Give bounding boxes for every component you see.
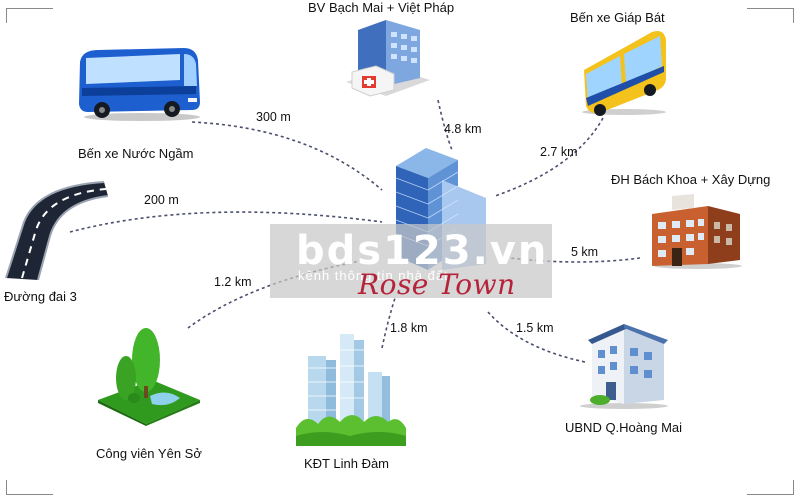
yellow-bus-icon xyxy=(582,31,666,116)
link-ben-xe-giap-bat xyxy=(494,117,604,197)
distance-kdt-linh-dam: 1.8 km xyxy=(390,321,428,335)
label-kdt-linh-dam: KĐT Linh Đàm xyxy=(304,456,390,471)
label-dh-bach-khoa: ĐH Bách Khoa + Xây Dựng xyxy=(611,172,771,187)
watermark-text: bds123.vn xyxy=(296,228,549,274)
frame-corner xyxy=(6,8,53,23)
frame-corner xyxy=(6,480,53,495)
label-bv-bach-mai: BV Bạch Mai + Việt Pháp xyxy=(308,0,455,15)
label-ben-xe-giap-bat: Bến xe Giáp Bát xyxy=(570,10,665,25)
label-cong-vien-yen-so: Công viên Yên Sở xyxy=(96,446,202,461)
link-bv-bach-mai xyxy=(437,99,453,151)
distance-duong-dai-3: 200 m xyxy=(144,193,179,207)
skyscrapers-icon xyxy=(296,334,406,446)
hospital-icon xyxy=(346,20,430,97)
distance-ben-xe-nuoc-ngam: 300 m xyxy=(256,110,291,124)
blue-bus-icon xyxy=(79,48,200,121)
frame-corner xyxy=(747,480,794,495)
brand-rose-town: Rose Town xyxy=(358,268,516,301)
university-building-icon xyxy=(652,194,742,269)
label-ubnd-hoang-mai: UBND Q.Hoàng Mai xyxy=(565,420,683,435)
distance-ubnd-hoang-mai: 1.5 km xyxy=(516,321,554,335)
label-ben-xe-nuoc-ngam: Bến xe Nước Ngầm xyxy=(78,146,194,161)
road-icon xyxy=(5,181,108,281)
distance-dh-bach-khoa: 5 km xyxy=(571,245,599,259)
watermark-band xyxy=(270,224,552,298)
link-ubnd-hoang-mai xyxy=(487,311,586,363)
watermark-subtext: kênh thông tin nhà đất xyxy=(298,268,449,283)
distance-cong-vien-yen-so: 1.2 km xyxy=(214,275,252,289)
distance-bv-bach-mai: 4.8 km xyxy=(444,122,482,136)
link-ben-xe-nuoc-ngam xyxy=(191,121,383,191)
office-building-icon xyxy=(580,324,668,409)
park-tree-icon xyxy=(98,328,200,426)
distance-ben-xe-giap-bat: 2.7 km xyxy=(540,145,578,159)
label-duong-dai-3: Đường đai 3 xyxy=(4,289,77,304)
frame-corner xyxy=(747,8,794,23)
link-duong-dai-3 xyxy=(69,211,383,233)
